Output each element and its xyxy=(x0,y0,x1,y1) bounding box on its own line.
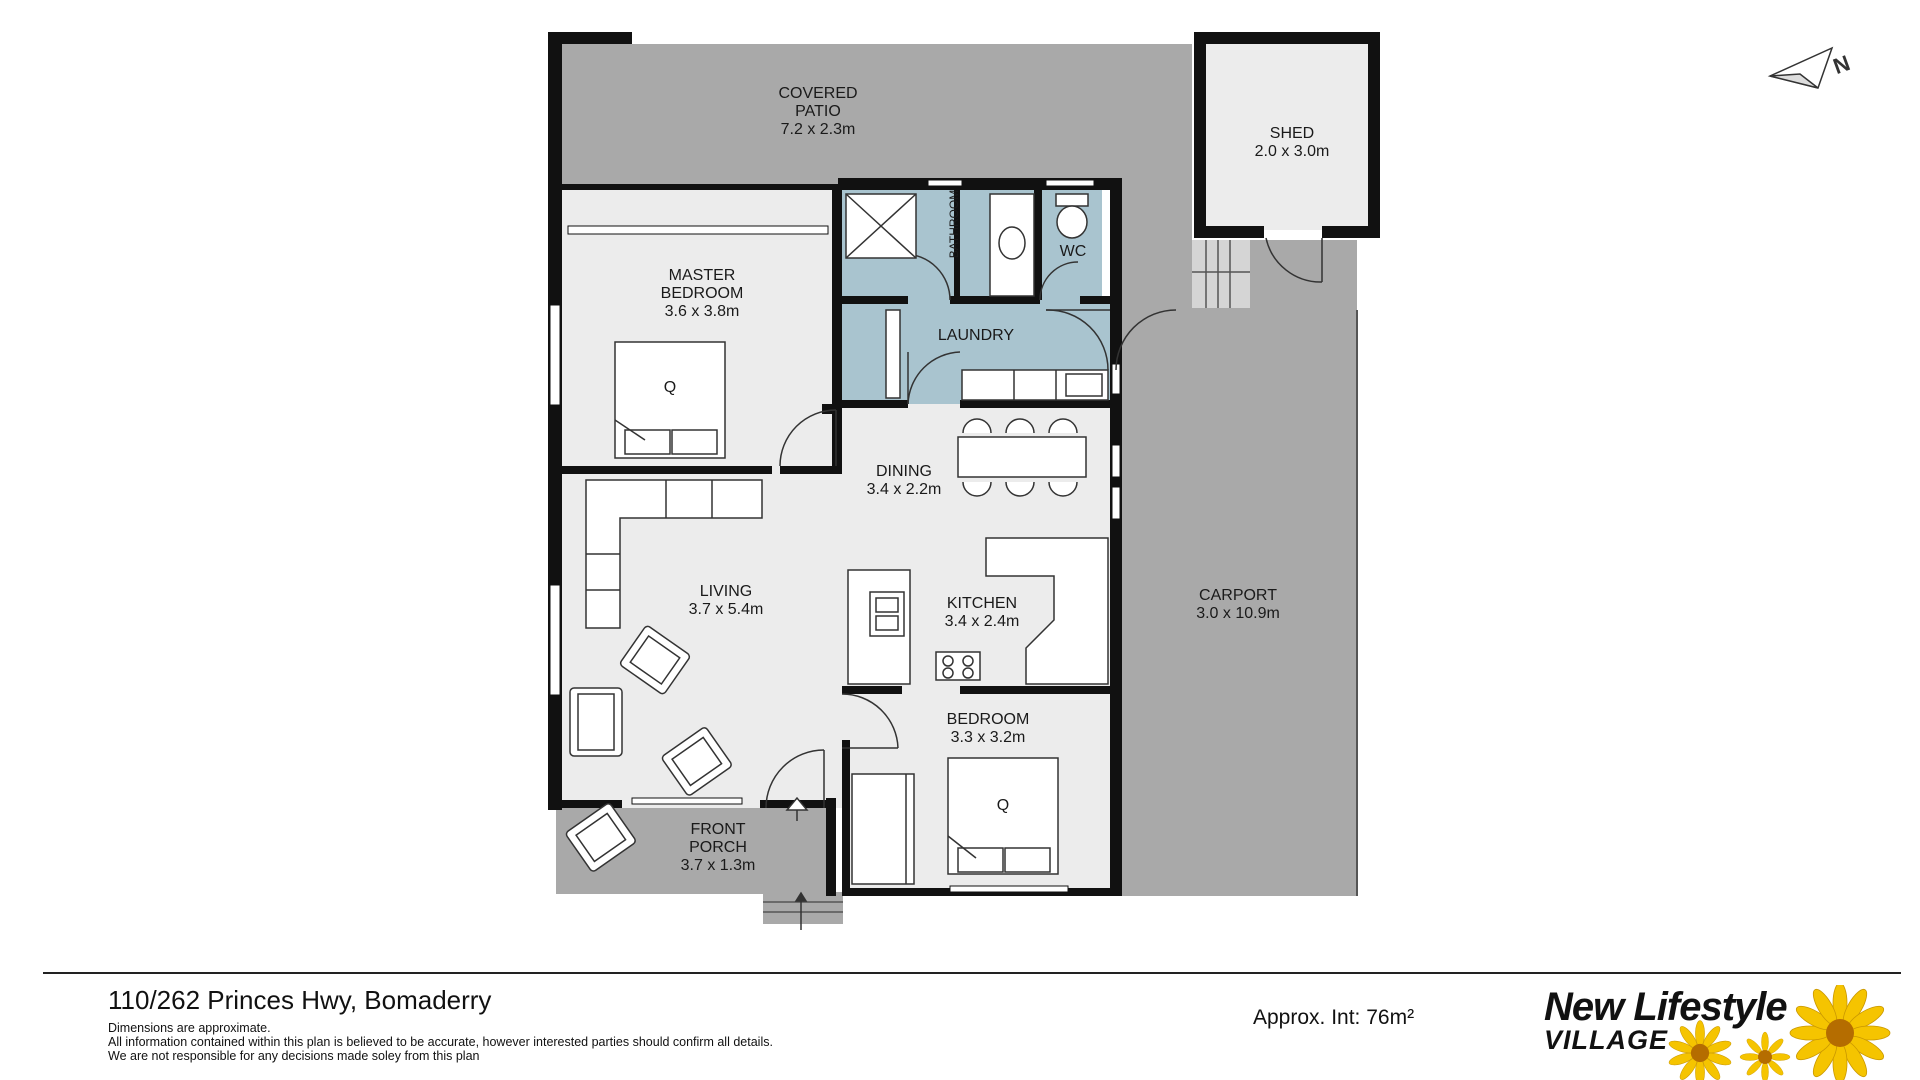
logo-text-sub: VILLAGE xyxy=(1544,1025,1669,1055)
rear-steps-lines xyxy=(1192,240,1250,308)
kitchen-bench-icon xyxy=(847,537,1109,685)
laundry-bench-icon xyxy=(885,309,1109,401)
laundry-label: LAUNDRY xyxy=(938,327,1015,344)
wardrobe-icon xyxy=(851,773,915,885)
armchair-icon-2 xyxy=(619,625,691,695)
disclaimer-line: All information contained within this pl… xyxy=(108,1035,773,1049)
toilet-icon xyxy=(1055,193,1089,239)
master-bed-size: Q xyxy=(664,379,676,396)
entry-arrow-icon xyxy=(785,796,809,930)
disclaimer-line: We are not responsible for any decisions… xyxy=(108,1049,480,1063)
master-bedroom-label-1: MASTER xyxy=(669,267,736,284)
armchair-icon-3 xyxy=(661,727,732,796)
covered-patio-label-2: PATIO xyxy=(795,103,841,120)
door-swings xyxy=(765,237,1323,809)
master-bedroom-label-2: BEDROOM xyxy=(661,285,744,302)
shed-area xyxy=(1206,44,1370,230)
windows xyxy=(549,179,1121,893)
kitchen-label: KITCHEN xyxy=(947,595,1017,612)
shed-label: SHED xyxy=(1270,125,1314,142)
bedroom-dims: 3.3 x 3.2m xyxy=(951,729,1026,746)
porch-chair-icon xyxy=(565,803,636,872)
armchair-icon xyxy=(569,687,623,757)
front-porch-label-2: PORCH xyxy=(689,839,747,856)
dining-dims: 3.4 x 2.2m xyxy=(867,481,942,498)
dining-table-icon xyxy=(957,418,1087,497)
master-bedroom-dims: 3.6 x 3.8m xyxy=(665,303,740,320)
side-strip-area xyxy=(1122,44,1192,374)
disclaimer-line: Dimensions are approximate. xyxy=(108,1021,271,1035)
brand-logo: New Lifestyle VILLAGE xyxy=(1540,985,1900,1080)
disclaimer: Dimensions are approximate. All informat… xyxy=(108,1021,773,1063)
logo-text-main: New Lifestyle xyxy=(1544,985,1788,1029)
rear-steps xyxy=(1192,240,1250,308)
bedroom-bed-size: Q xyxy=(997,797,1009,814)
covered-patio-label-1: COVERED xyxy=(778,85,857,102)
wc-label: WC xyxy=(1060,243,1087,260)
living-label: LIVING xyxy=(700,583,752,600)
property-address: 110/262 Princes Hwy, Bomaderry xyxy=(108,985,492,1015)
master-bed-icon xyxy=(614,341,726,459)
compass-north-letter: N xyxy=(1830,50,1853,79)
compass-icon xyxy=(1767,46,1834,89)
bedroom-bed-icon xyxy=(947,757,1059,875)
dining-label: DINING xyxy=(876,463,932,480)
covered-patio-area xyxy=(562,44,1124,190)
front-porch-label-1: FRONT xyxy=(690,821,745,838)
living-dims: 3.7 x 5.4m xyxy=(689,601,764,618)
approx-internal-area: Approx. Int: 76m² xyxy=(1253,1006,1415,1029)
carport-label: CARPORT xyxy=(1199,587,1277,604)
bathroom-label: BATHROOM xyxy=(947,190,961,258)
carport-dims: 3.0 x 10.9m xyxy=(1196,605,1280,622)
kitchen-dims: 3.4 x 2.4m xyxy=(945,613,1020,630)
front-porch-dims: 3.7 x 1.3m xyxy=(681,857,756,874)
covered-patio-dims: 7.2 x 2.3m xyxy=(781,121,856,138)
shed-dims: 2.0 x 3.0m xyxy=(1255,143,1330,160)
bedroom-label: BEDROOM xyxy=(947,711,1030,728)
porch-steps-lines xyxy=(763,901,843,913)
basin-icon xyxy=(989,193,1035,297)
daisy-flowers-icon xyxy=(1668,985,1891,1080)
shower-icon xyxy=(845,193,917,259)
footer-divider xyxy=(43,972,1901,974)
sofa-icon xyxy=(585,479,763,629)
carport-area xyxy=(1122,374,1357,896)
